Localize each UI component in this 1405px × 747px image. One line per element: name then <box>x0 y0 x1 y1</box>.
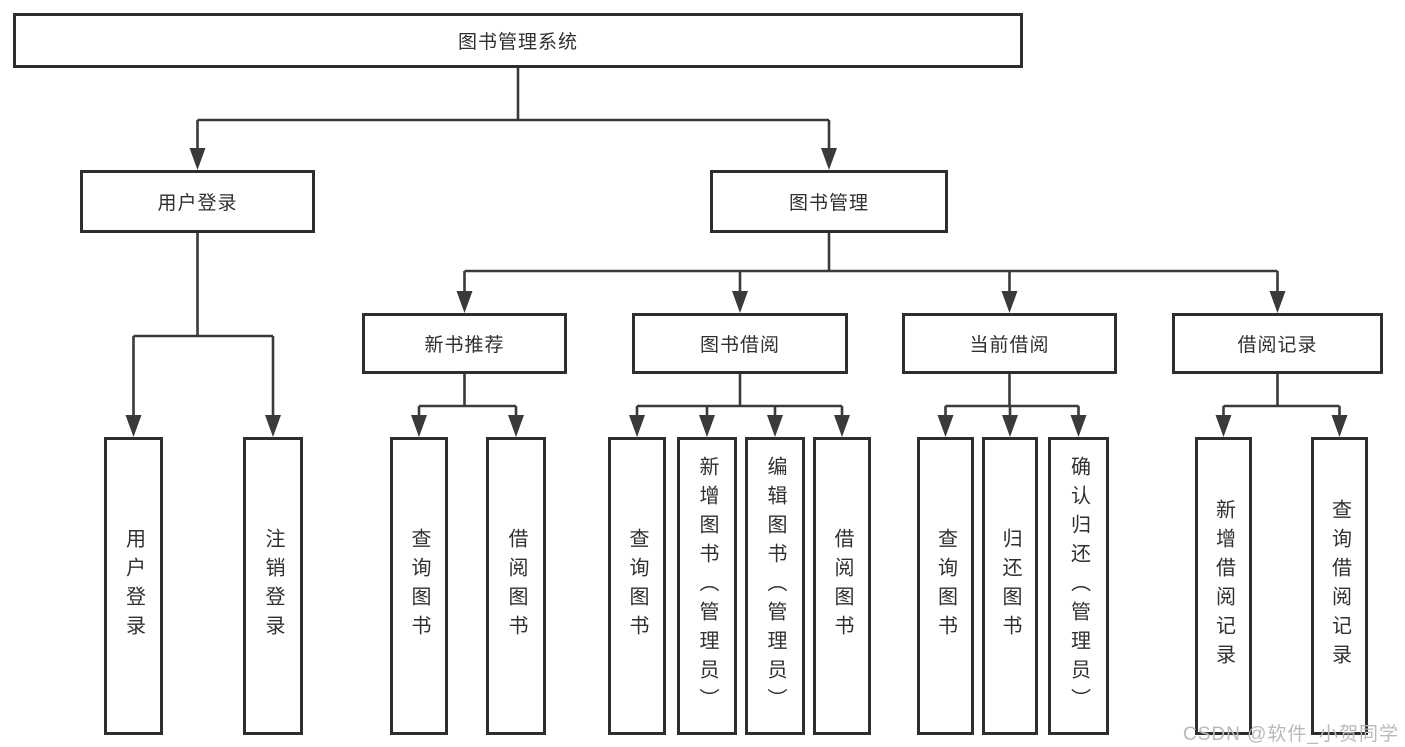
arrowheads <box>125 148 1348 437</box>
node-new-book-recommend: 新书推荐 <box>362 313 567 374</box>
leaf-add-books-admin: 新增图书（管理员） <box>677 437 737 735</box>
leaf-query-books-current: 查询图书 <box>917 437 974 735</box>
leaf-return-books: 归还图书 <box>982 437 1038 735</box>
node-book-borrowing: 图书借阅 <box>632 313 848 374</box>
leaf-query-borrow-record: 查询借阅记录 <box>1311 437 1368 735</box>
csdn-watermark: CSDN @软件_小贺同学 <box>1183 724 1399 745</box>
leaf-confirm-return-admin: 确认归还（管理员） <box>1048 437 1109 735</box>
leaf-user-login: 用户登录 <box>104 437 163 735</box>
leaf-borrow-books-recommend: 借阅图书 <box>486 437 546 735</box>
leaf-logout: 注销登录 <box>243 437 303 735</box>
node-user-login: 用户登录 <box>80 170 315 233</box>
leaf-query-books-borrowing: 查询图书 <box>608 437 666 735</box>
leaf-add-borrow-record: 新增借阅记录 <box>1195 437 1252 735</box>
leaf-query-books-recommend: 查询图书 <box>390 437 448 735</box>
node-book-management: 图书管理 <box>710 170 948 233</box>
leaf-borrow-books: 借阅图书 <box>813 437 871 735</box>
leaf-edit-books-admin: 编辑图书（管理员） <box>745 437 805 735</box>
node-library-management-system: 图书管理系统 <box>13 13 1023 68</box>
node-current-borrowing: 当前借阅 <box>902 313 1117 374</box>
node-borrowing-records: 借阅记录 <box>1172 313 1383 374</box>
